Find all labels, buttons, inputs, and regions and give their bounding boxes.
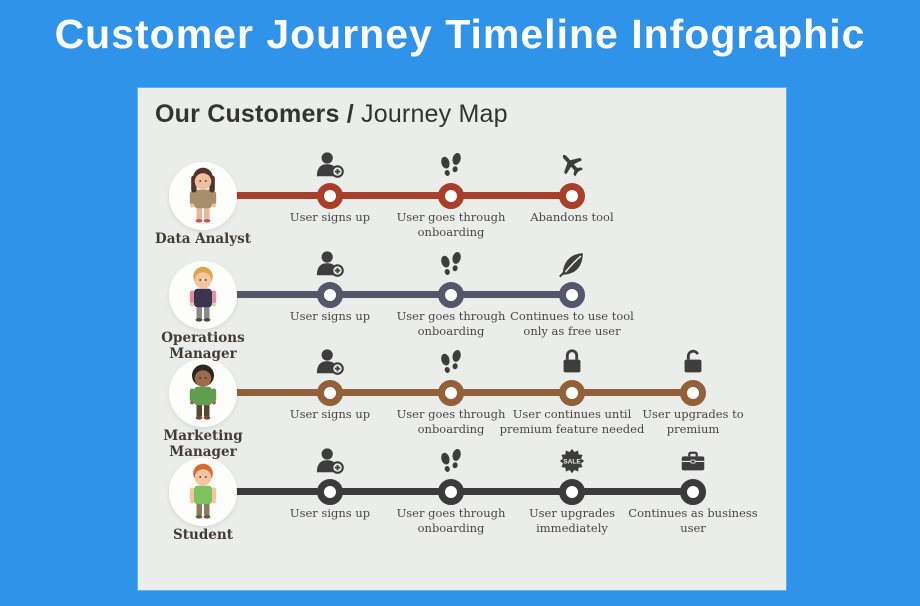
journey-row-operations-manager: Operations Manager User signs up User go… — [138, 246, 786, 361]
persona-avatar — [167, 456, 239, 528]
milestone-label: Abandons tool — [530, 210, 614, 224]
milestone: User signs up — [255, 246, 405, 344]
milestone-node — [559, 282, 585, 308]
milestone-node — [438, 479, 464, 505]
journey-row-marketing-manager: Marketing Manager User signs up User goe… — [138, 344, 786, 459]
milestone: User goes through onboarding — [376, 246, 526, 344]
timeline-line — [193, 192, 578, 199]
plane-icon — [557, 150, 587, 180]
milestone-node — [680, 479, 706, 505]
journey-map-panel: Our Customers / Journey Map Data Analyst… — [138, 88, 786, 590]
panel-title: Our Customers / Journey Map — [155, 100, 508, 129]
footprints-icon — [436, 249, 466, 279]
milestone-node — [559, 183, 585, 209]
footprints-icon — [436, 446, 466, 476]
milestone-node — [438, 183, 464, 209]
page-title: Customer Journey Timeline Infographic — [54, 11, 866, 57]
milestone: User goes through onboarding — [376, 147, 526, 245]
leaf-icon — [557, 249, 587, 279]
milestone-label: User goes through onboarding — [396, 210, 506, 240]
milestone: User goes through onboarding — [376, 344, 526, 442]
persona-avatar — [167, 259, 239, 331]
panel-title-bold: Our Customers / — [155, 100, 354, 128]
milestone: User continues until premium feature nee… — [497, 344, 647, 442]
milestone-label: User signs up — [289, 210, 371, 224]
milestone: Abandons tool — [497, 147, 647, 245]
footprints-icon — [436, 150, 466, 180]
milestone: Continues as business user — [618, 443, 768, 541]
user-plus-icon — [315, 347, 345, 377]
milestone-node — [559, 479, 585, 505]
timeline-line — [193, 291, 578, 298]
milestone: User signs up — [255, 344, 405, 442]
persona-name: Student — [173, 527, 233, 543]
milestone-label: User signs up — [289, 407, 371, 421]
milestone-label: Continues as business user — [628, 506, 758, 536]
briefcase-icon — [678, 446, 708, 476]
user-plus-icon — [315, 150, 345, 180]
milestone-node — [317, 183, 343, 209]
sale-icon — [557, 446, 587, 476]
milestone: User upgrades immediately — [497, 443, 647, 541]
persona-name: Operations Manager — [161, 330, 245, 362]
user-plus-icon — [315, 446, 345, 476]
milestone-node — [317, 380, 343, 406]
milestone-label: User continues until premium feature nee… — [499, 407, 645, 437]
milestone-node — [438, 282, 464, 308]
persona-name: Marketing Manager — [163, 428, 243, 460]
journey-row-data-analyst: Data Analyst User signs up User goes thr… — [138, 147, 786, 247]
panel-title-regular: Journey Map — [353, 100, 508, 128]
milestone: User signs up — [255, 147, 405, 245]
persona-avatar — [167, 357, 239, 429]
milestone-node — [317, 282, 343, 308]
milestone-label: User upgrades to premium — [642, 407, 744, 437]
milestone-label: User goes through onboarding — [396, 407, 506, 437]
unlock-icon — [678, 347, 708, 377]
user-plus-icon — [315, 249, 345, 279]
milestone: User goes through onboarding — [376, 443, 526, 541]
milestone: User upgrades to premium — [618, 344, 768, 442]
milestone: User signs up — [255, 443, 405, 541]
milestone-label: Continues to use tool only as free user — [510, 309, 634, 339]
persona-avatar — [167, 160, 239, 232]
milestone-label: User goes through onboarding — [396, 506, 506, 536]
milestone-node — [559, 380, 585, 406]
footprints-icon — [436, 347, 466, 377]
milestone-label: User upgrades immediately — [528, 506, 616, 536]
milestone-label: User goes through onboarding — [396, 309, 506, 339]
milestone: Continues to use tool only as free user — [497, 246, 647, 344]
milestone-label: User signs up — [289, 309, 371, 323]
milestone-label: User signs up — [289, 506, 371, 520]
journey-row-student: Student User signs up User goes through … — [138, 443, 786, 543]
milestone-node — [438, 380, 464, 406]
milestone-node — [680, 380, 706, 406]
persona-name: Data Analyst — [155, 231, 251, 247]
milestone-node — [317, 479, 343, 505]
lock-icon — [557, 347, 587, 377]
